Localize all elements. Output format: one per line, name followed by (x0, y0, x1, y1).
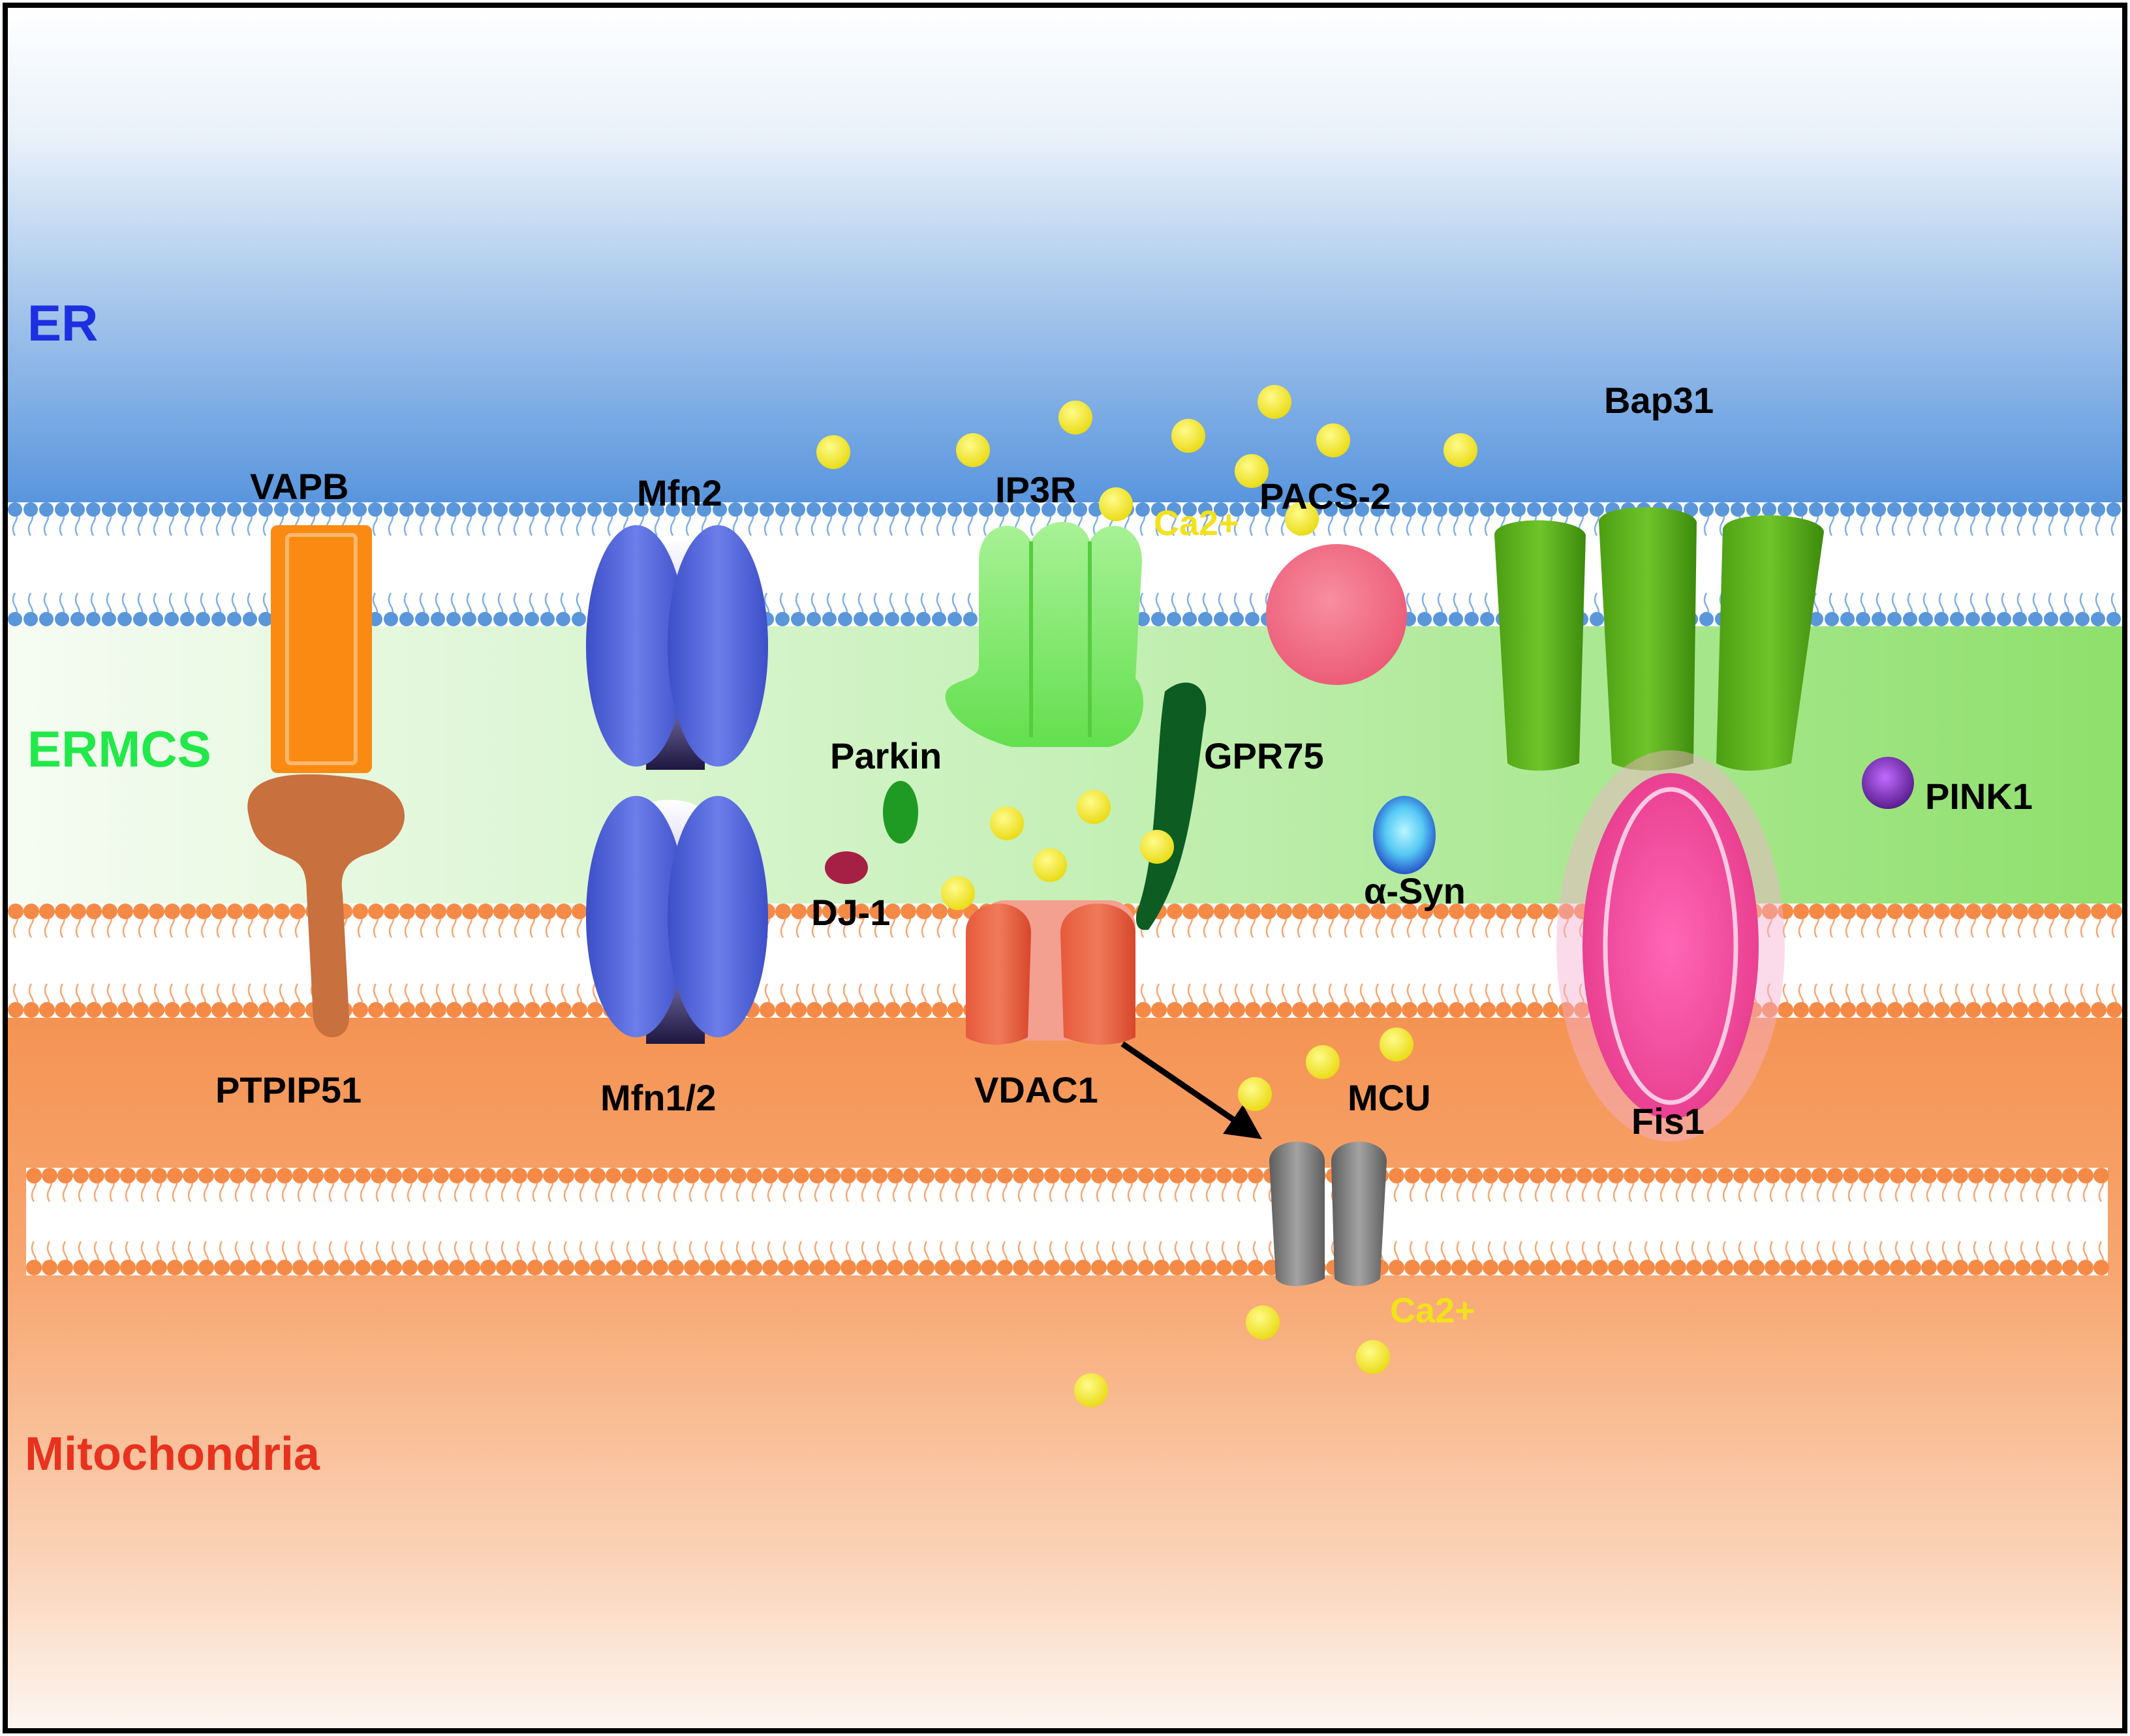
fis1-label: Fis1 (1631, 1101, 1705, 1142)
er-lumen (7, 7, 2123, 528)
mitochondria-matrix (7, 979, 2123, 1729)
pacs2-protein (1266, 544, 1407, 685)
inner-mitochondrial-membrane (26, 1168, 2109, 1275)
mfn2-label: Mfn2 (637, 472, 722, 513)
vapb-protein (271, 525, 372, 773)
calcium-ion (1238, 1077, 1272, 1111)
pink1-label: PINK1 (1925, 776, 2033, 817)
calcium-ion (1443, 433, 1477, 467)
calcium-ion (956, 433, 990, 467)
parkin-protein (883, 781, 918, 844)
calcium-ion (1316, 423, 1350, 457)
ptpip51-protein (247, 774, 405, 1037)
parkin-label: Parkin (830, 735, 942, 776)
mfn1-2-label: Mfn1/2 (600, 1077, 716, 1118)
figure-frame (3, 3, 2127, 1733)
vdac1-to-mcu-arrow (1120, 1041, 1262, 1140)
calcium-ion (1235, 454, 1269, 488)
mfn2-protein (586, 525, 768, 770)
ip3r-label: IP3R (995, 469, 1077, 510)
dj1-label: DJ-1 (811, 892, 890, 933)
calcium-ion (1077, 790, 1111, 824)
vapb-label: VAPB (250, 466, 348, 507)
er-label: ER (27, 294, 98, 352)
bap31-protein (1494, 507, 1824, 771)
calcium-ion (1380, 1028, 1413, 1061)
calcium-label-er: Ca2+ (1154, 504, 1239, 543)
mitochondria-label: Mitochondria (25, 1428, 320, 1480)
calcium-ion (1356, 1340, 1390, 1374)
vdac1-protein (966, 900, 1135, 1045)
gpr75-label: GPR75 (1204, 735, 1324, 776)
mcu-label: MCU (1348, 1077, 1431, 1118)
alpha-syn-protein (1373, 796, 1436, 874)
vdac1-label: VDAC1 (974, 1069, 1098, 1110)
mfn1-2-protein (586, 796, 768, 1044)
gpr75-protein (1135, 682, 1207, 930)
calcium-ion (816, 435, 850, 469)
fis1-protein (1556, 750, 1785, 1142)
calcium-ions (816, 385, 1477, 1407)
dj1-protein (825, 851, 868, 884)
calcium-ion (1099, 487, 1133, 521)
calcium-ion (1140, 830, 1174, 864)
calcium-ion (1258, 385, 1291, 419)
calcium-ion (1246, 1305, 1280, 1339)
calcium-label-matrix: Ca2+ (1390, 1291, 1475, 1330)
calcium-ion (990, 806, 1024, 840)
calcium-ion (1033, 848, 1067, 882)
calcium-ion (1306, 1045, 1340, 1079)
calcium-ion (1058, 401, 1092, 434)
alpha-syn-label: α-Syn (1364, 870, 1466, 911)
bap31-label: Bap31 (1604, 380, 1714, 421)
calcium-ion (1171, 419, 1205, 453)
pink1-protein (1862, 757, 1914, 809)
pacs2-label: PACS-2 (1259, 476, 1391, 517)
ip3r-protein (945, 522, 1143, 747)
ermcs-label: ERMCS (27, 720, 211, 778)
ptpip51-label: PTPIP51 (215, 1069, 362, 1110)
calcium-ion (1285, 502, 1319, 536)
calcium-ion (941, 876, 975, 910)
calcium-ion (1074, 1373, 1108, 1407)
mcu-protein (1269, 1142, 1387, 1287)
